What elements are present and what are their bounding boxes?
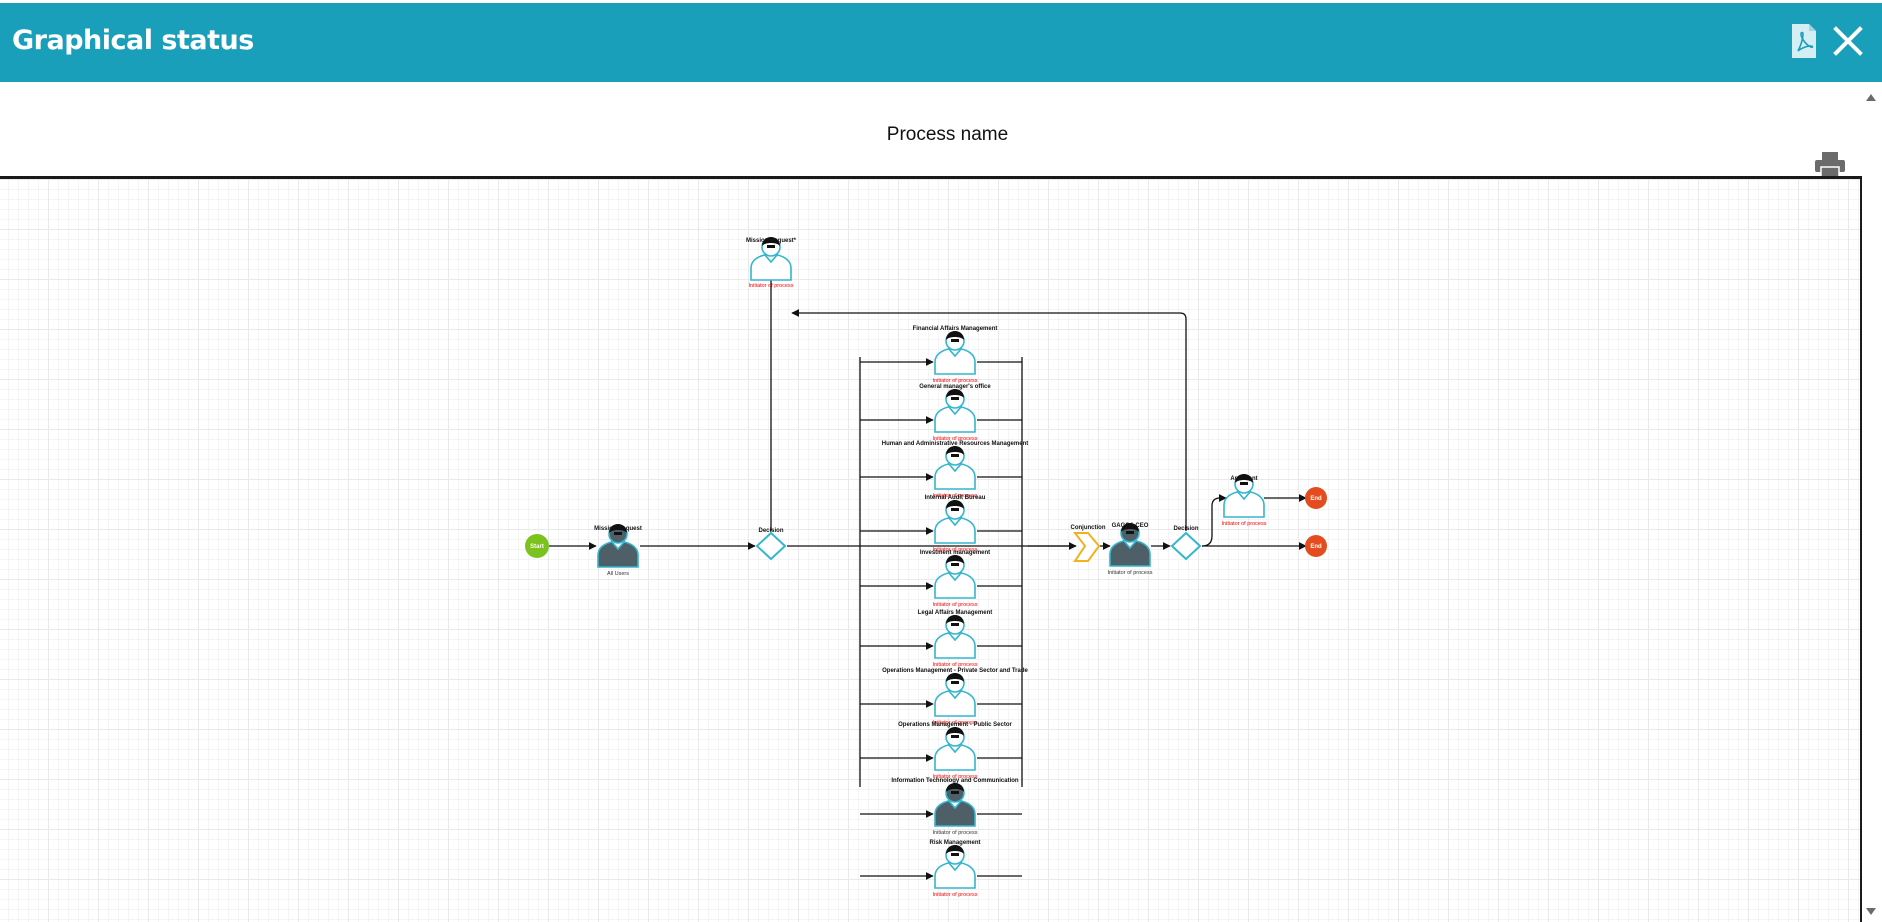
mission-request-sub: All Users — [607, 571, 629, 577]
department-sub: Initiator of process — [933, 547, 978, 553]
department-node[interactable]: Operations Management - Public SectorIni… — [898, 722, 1012, 780]
ceo-sub: Initiator of process — [1108, 570, 1153, 576]
connector-decision-to-applicant — [1201, 494, 1227, 547]
user-icon — [934, 782, 976, 827]
end-node-1[interactable]: End — [1305, 487, 1327, 509]
department-sub: Initiator of process — [933, 378, 978, 384]
decision-node-1[interactable]: Decision — [755, 528, 787, 561]
top-strip — [0, 0, 1882, 3]
decision-node-2[interactable]: Decision — [1170, 526, 1202, 561]
scroll-down-arrow-icon[interactable] — [1864, 906, 1878, 918]
applicant-node[interactable]: Applicant Initiator of process — [1222, 473, 1267, 527]
connector-loop-back — [791, 309, 1187, 531]
mission-request-top-node[interactable]: Mission Request* Initiator of process — [746, 236, 797, 289]
vertical-scrollbar[interactable] — [1862, 82, 1882, 922]
department-label: Financial Affairs Management — [913, 326, 998, 332]
user-icon — [934, 388, 976, 433]
ceo-node[interactable]: GAGCA CEO Initiator of process — [1108, 522, 1153, 576]
applicant-sub: Initiator of process — [1222, 521, 1267, 527]
department-label: Operations Management - Public Sector — [898, 722, 1012, 728]
department-sub: Initiator of process — [933, 720, 978, 726]
department-sub: Initiator of process — [933, 774, 978, 780]
end-1-label: End — [1310, 496, 1322, 502]
connectors — [549, 264, 1307, 880]
department-sub: Initiator of process — [933, 830, 978, 836]
department-sub: Initiator of process — [933, 662, 978, 668]
user-icon — [934, 672, 976, 717]
department-label: Human and Administrative Resources Manag… — [882, 441, 1028, 447]
dialog-header: Graphical status — [0, 3, 1882, 82]
close-icon[interactable] — [1831, 24, 1865, 58]
user-icon — [934, 554, 976, 599]
diagram-panel: Process name — [0, 82, 1862, 922]
department-node[interactable]: Operations Management - Private Sector a… — [882, 668, 1028, 726]
diagram-canvas: Start Mission Request All Users Decision… — [0, 176, 1862, 922]
department-sub: Initiator of process — [933, 493, 978, 499]
mission-request-top-sub: Initiator of process — [749, 283, 794, 289]
department-label: Legal Affairs Management — [918, 610, 992, 616]
department-label: General manager's office — [919, 384, 991, 390]
department-node[interactable]: Human and Administrative Resources Manag… — [882, 441, 1028, 499]
user-icon — [934, 330, 976, 375]
department-sub: Initiator of process — [933, 892, 978, 898]
conjunction-label: Conjunction — [1071, 525, 1106, 531]
conjunction-node[interactable]: Conjunction — [1071, 525, 1106, 562]
print-icon[interactable] — [1814, 150, 1846, 178]
end-node-2[interactable]: End — [1305, 535, 1327, 557]
decision-2-label: Decision — [1173, 526, 1198, 532]
department-sub: Initiator of process — [933, 602, 978, 608]
scroll-up-arrow-icon[interactable] — [1864, 90, 1878, 104]
pdf-icon[interactable] — [1790, 23, 1818, 59]
process-diagram: Start Mission Request All Users Decision… — [525, 236, 1327, 898]
dialog-title: Graphical status — [12, 25, 254, 56]
department-label: Investment management — [920, 550, 990, 556]
user-icon — [934, 614, 976, 659]
decision-1-label: Decision — [758, 528, 783, 534]
user-icon — [934, 844, 976, 889]
department-sub: Initiator of process — [933, 436, 978, 442]
end-2-label: End — [1310, 544, 1322, 550]
mission-request-node[interactable]: Mission Request All Users — [594, 523, 642, 577]
user-icon — [934, 445, 976, 490]
user-icon — [934, 726, 976, 771]
start-label: Start — [530, 544, 544, 550]
user-icon — [934, 499, 976, 544]
department-node[interactable]: Information Technology and Communication… — [891, 778, 1019, 836]
department-label: Operations Management - Private Sector a… — [882, 668, 1028, 674]
user-icon — [1109, 522, 1151, 567]
department-label: Internal Audit Bureau — [925, 495, 986, 501]
start-node[interactable]: Start — [525, 534, 549, 558]
process-title: Process name — [886, 124, 1009, 145]
department-label: Risk Management — [929, 840, 980, 846]
department-label: Information Technology and Communication — [891, 778, 1019, 784]
